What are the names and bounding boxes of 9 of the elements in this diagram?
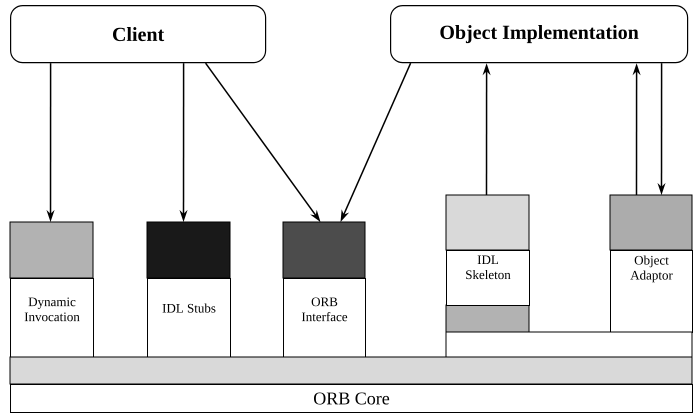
component-box: ORB Interface bbox=[282, 222, 366, 358]
core-layer: ORB Core bbox=[10, 332, 693, 413]
component-box: Object Adaptor bbox=[610, 194, 693, 333]
component-box: IDL Stubs bbox=[146, 222, 231, 358]
rounded-box: Client bbox=[10, 5, 266, 64]
component-box: Dynamic Invocation bbox=[10, 222, 94, 358]
rounded-box: Object Implementation bbox=[390, 5, 688, 64]
component-box: IDL Skeleton bbox=[446, 194, 530, 332]
node-label: IDL Skeleton bbox=[466, 255, 511, 280]
